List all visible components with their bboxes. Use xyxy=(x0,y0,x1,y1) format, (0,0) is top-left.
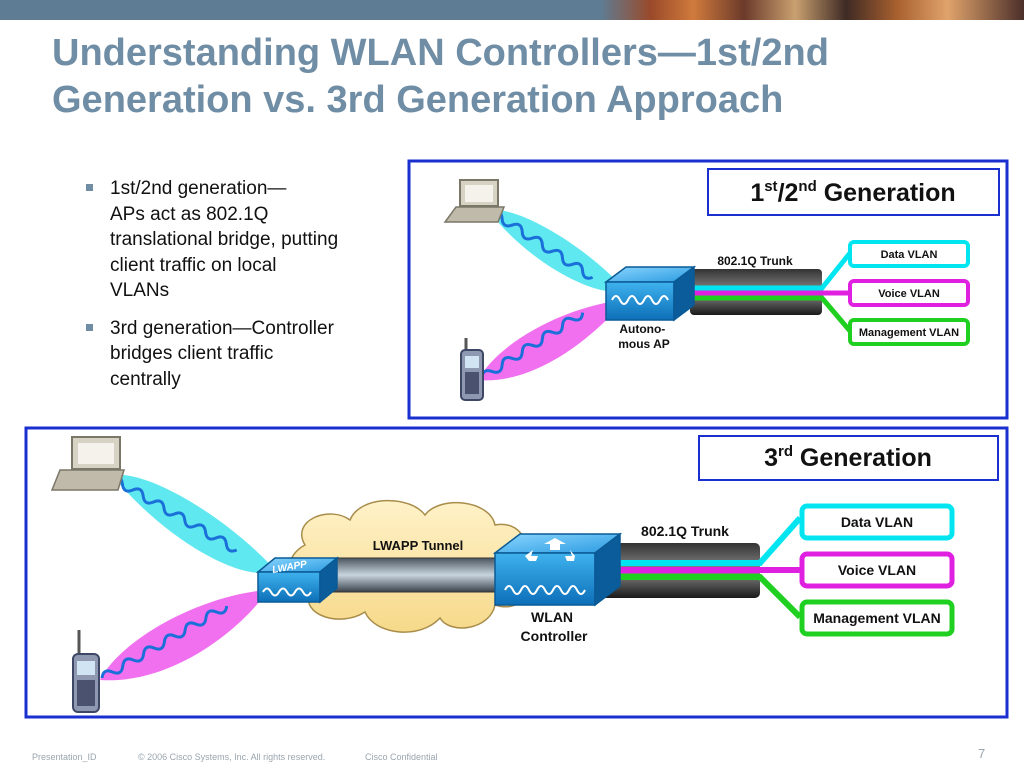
gen-text: Generation xyxy=(817,179,956,207)
lwapp-ap-icon xyxy=(255,556,340,604)
vlan-box-mgmt: Management VLAN xyxy=(848,318,970,346)
vlan-line-data xyxy=(668,251,852,291)
cyan-wireless-beam xyxy=(112,474,275,573)
controller-label-line: WLAN xyxy=(531,609,573,625)
vlan-line-data xyxy=(580,516,803,566)
gen-sup: rd xyxy=(778,443,793,460)
bullet-line: client traffic on local xyxy=(110,254,277,276)
svg-text:1st/2nd Generation: 1st/2nd Generation xyxy=(750,178,955,207)
title-line-2: Generation vs. 3rd Generation Approach xyxy=(52,79,784,121)
ap-label: Autono- mous AP xyxy=(618,322,670,351)
vlan-line-mgmt xyxy=(580,574,803,620)
top-banner xyxy=(0,0,1024,20)
svg-text:3rd Generation: 3rd Generation xyxy=(764,443,932,472)
bullet-line: APs act as 802.1Q xyxy=(110,203,269,225)
bullet-item: 3rd generation—Controller bridges client… xyxy=(84,316,394,393)
wlan-controller-icon xyxy=(492,532,623,607)
gen-text: Generation xyxy=(793,444,932,472)
title-line-1: Understanding WLAN Controllers—1st/2nd xyxy=(52,32,829,74)
bullet-line: centrally xyxy=(110,368,181,390)
vlan-box-mgmt: Management VLAN xyxy=(799,599,955,637)
vlan-line-mgmt xyxy=(668,295,852,333)
generation-label-top: 1st/2nd Generation xyxy=(707,168,1000,216)
phone-icon xyxy=(72,630,100,713)
laptop-icon xyxy=(443,179,506,223)
footer-confidential: Cisco Confidential xyxy=(365,752,438,762)
page-number: 7 xyxy=(978,746,986,761)
banner-photo-strip xyxy=(600,0,1024,20)
vlan-label: Data VLAN xyxy=(841,514,913,530)
bullet-line: translational bridge, putting xyxy=(110,229,339,250)
footer-presentation-id: Presentation_ID xyxy=(32,752,97,762)
trunk-label: 802.1Q Trunk xyxy=(717,254,793,268)
vlan-label: Data VLAN xyxy=(881,249,938,261)
vlan-label: Management VLAN xyxy=(859,327,959,339)
laptop-icon xyxy=(50,436,126,491)
gen-text: 3 xyxy=(764,444,778,472)
ap-label-line: mous AP xyxy=(618,337,670,351)
wave-signal xyxy=(480,312,585,379)
bullet-line: bridges client traffic xyxy=(110,343,274,364)
gen-sup: nd xyxy=(798,178,816,195)
wave-signal xyxy=(491,209,594,280)
vlan-box-data: Data VLAN xyxy=(848,240,970,268)
vlan-label: Voice VLAN xyxy=(838,562,916,578)
vlan-box-voice: Voice VLAN xyxy=(848,279,970,307)
ap-label-line: Autono- xyxy=(619,322,665,336)
controller-label-line: Controller xyxy=(521,628,588,644)
gen-sup: st xyxy=(764,178,777,195)
wave-signal xyxy=(100,605,229,679)
phone-icon xyxy=(460,338,484,401)
bullet-item: 1st/2nd generation— APs act as 802.1Q tr… xyxy=(84,176,394,304)
bullet-list: 1st/2nd generation— APs act as 802.1Q tr… xyxy=(84,176,394,404)
slide-title: Understanding WLAN Controllers—1st/2nd G… xyxy=(52,30,992,124)
trunk-label: 802.1Q Trunk xyxy=(641,523,729,539)
vlan-box-voice: Voice VLAN xyxy=(799,551,955,589)
autonomous-ap-icon xyxy=(603,265,697,322)
generation-label-bottom: 3rd Generation xyxy=(698,435,999,481)
gen-text: /2 xyxy=(778,179,799,207)
vlan-label: Voice VLAN xyxy=(878,288,940,300)
vlan-box-data: Data VLAN xyxy=(799,503,955,541)
bullet-line: 1st/2nd generation— xyxy=(110,178,287,199)
bullet-line: 3rd generation—Controller xyxy=(110,317,334,339)
controller-label: WLAN Controller xyxy=(521,609,588,644)
gen-text: 1 xyxy=(750,179,764,207)
footer-copyright: © 2006 Cisco Systems, Inc. All rights re… xyxy=(138,752,326,762)
bullet-line: VLANs xyxy=(110,280,170,301)
wave-signal xyxy=(111,475,238,553)
vlan-label: Management VLAN xyxy=(813,610,941,626)
lwapp-tunnel xyxy=(317,557,507,593)
tunnel-label: LWAPP Tunnel xyxy=(373,538,464,553)
